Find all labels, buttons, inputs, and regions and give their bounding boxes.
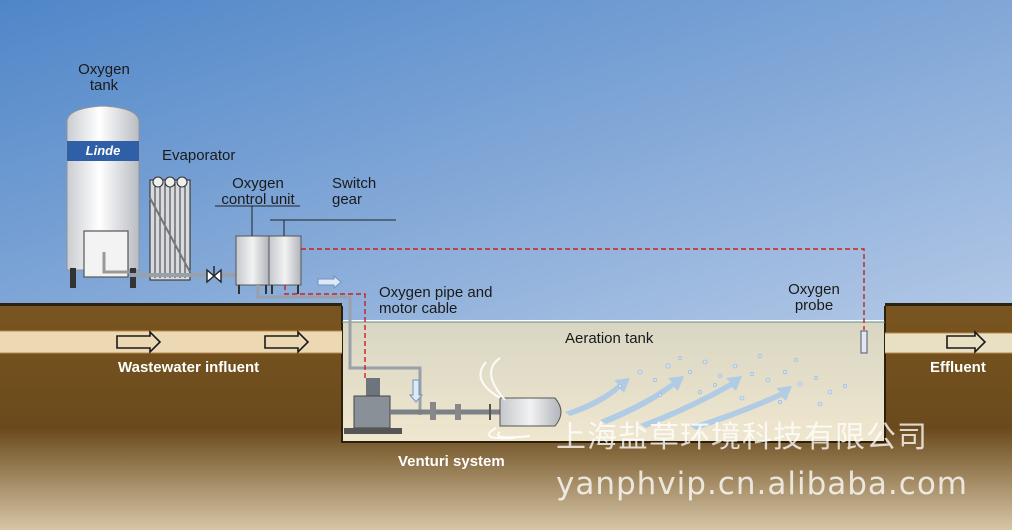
label-wastewater-influent: Wastewater influent	[118, 359, 260, 376]
label-venturi-system: Venturi system	[398, 453, 505, 470]
oxygen-control-unit	[235, 235, 270, 294]
watermark-company: 上海盐草环境科技有限公司	[556, 420, 928, 455]
label-oxygen-tank: Oxygen tank	[78, 61, 130, 94]
influent-arrow-1	[116, 330, 162, 354]
label-oxygen-probe: Oxygen probe	[788, 281, 840, 314]
label-aeration-tank: Aeration tank	[565, 330, 654, 347]
tank-logo-band	[67, 141, 139, 161]
bubble-plume-arrows	[565, 376, 792, 430]
watermark-site: yanphvip.cn.alibaba.com	[556, 466, 968, 502]
venturi-pump	[344, 378, 562, 434]
influent-arrow-2	[264, 330, 310, 354]
signal-cable	[284, 248, 865, 378]
leader-lines	[215, 205, 396, 236]
label-oxygen-pipe-motor-cable: Oxygen pipe and motor cable	[379, 284, 493, 317]
flow-swirls	[479, 357, 531, 440]
label-switch-gear: Switch gear	[332, 175, 377, 208]
aeration-tank-wall	[341, 306, 886, 443]
label-oxygen-control-unit: Oxygen control unit	[221, 175, 295, 208]
influent-channel	[0, 331, 342, 353]
label-evaporator: Evaporator	[162, 147, 236, 164]
label-effluent: Effluent	[930, 359, 986, 376]
oxygen-probe	[860, 330, 868, 354]
bubbles	[617, 353, 848, 407]
ground-top-edge-right	[885, 303, 1012, 306]
down-flow-arrow	[408, 379, 424, 403]
oxygen-pipe-to-tank	[256, 285, 422, 415]
ground-top-edge-left	[0, 303, 342, 306]
effluent-arrow	[946, 330, 987, 354]
oxygen-flow-arrow	[317, 274, 342, 290]
oxygen-tank	[66, 105, 140, 288]
tank-logo-text: Linde	[85, 143, 121, 158]
ground	[0, 304, 1012, 530]
valve-icon	[206, 266, 222, 284]
evaporator	[149, 176, 191, 281]
